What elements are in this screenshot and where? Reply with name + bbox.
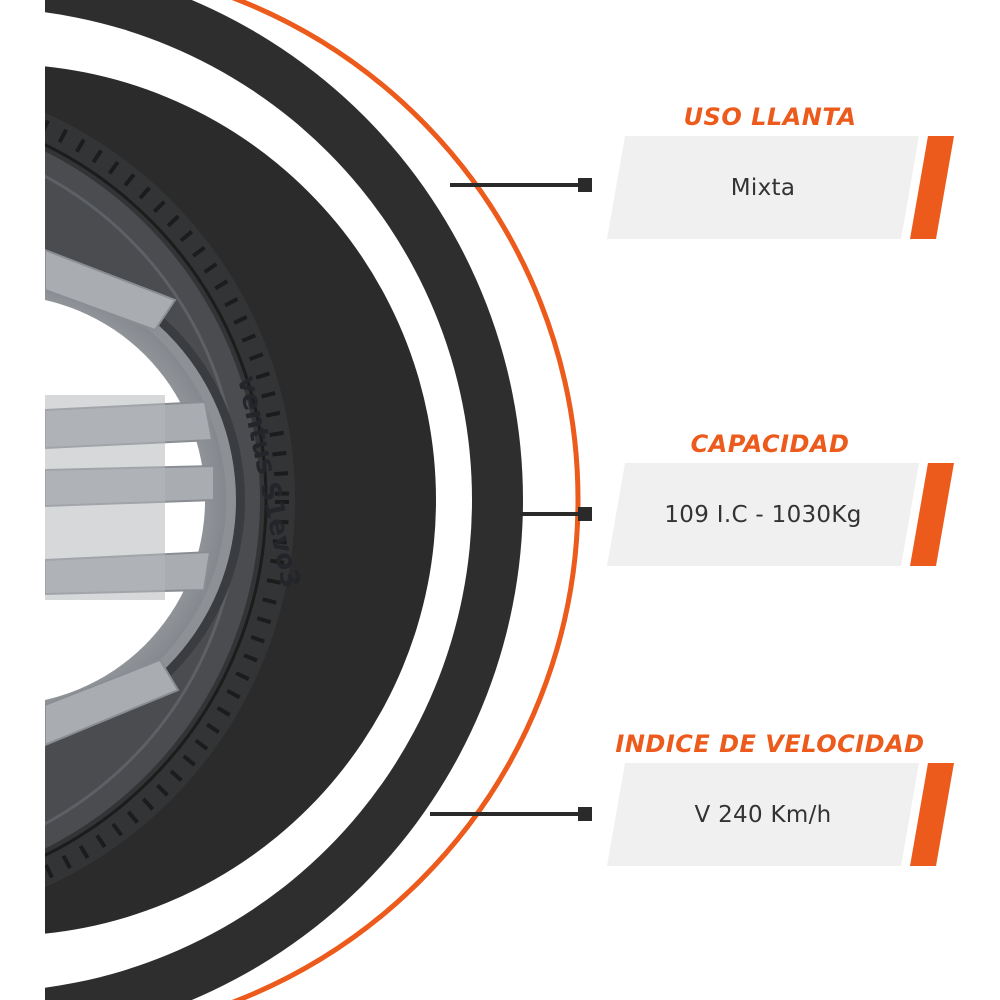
spec-title-capacity: CAPACIDAD [690, 430, 850, 458]
tread-groove [45, 143, 268, 857]
spec-connector-end-1 [578, 178, 592, 192]
spec-connector-3 [430, 812, 588, 816]
spec-value-capacity: 109 I.C - 1030Kg [607, 463, 919, 566]
spec-connector-2 [520, 512, 588, 516]
spec-title-usage: USO LLANTA [683, 103, 857, 131]
accent-ring [231, 0, 581, 1000]
spec-connector-end-2 [578, 507, 592, 521]
spec-value-speed-index-text: V 240 Km/h [694, 801, 832, 828]
tread-blocks [45, 119, 289, 881]
spec-connector-end-3 [578, 807, 592, 821]
spec-value-capacity-text: 109 I.C - 1030Kg [664, 501, 862, 528]
spec-value-speed-index: V 240 Km/h [607, 763, 919, 866]
spec-value-usage: Mixta [607, 136, 919, 239]
spec-title-speed-index: INDICE DE VELOCIDAD [615, 730, 925, 758]
spec-value-usage-text: Mixta [730, 174, 796, 201]
spec-connector-1 [450, 183, 588, 187]
